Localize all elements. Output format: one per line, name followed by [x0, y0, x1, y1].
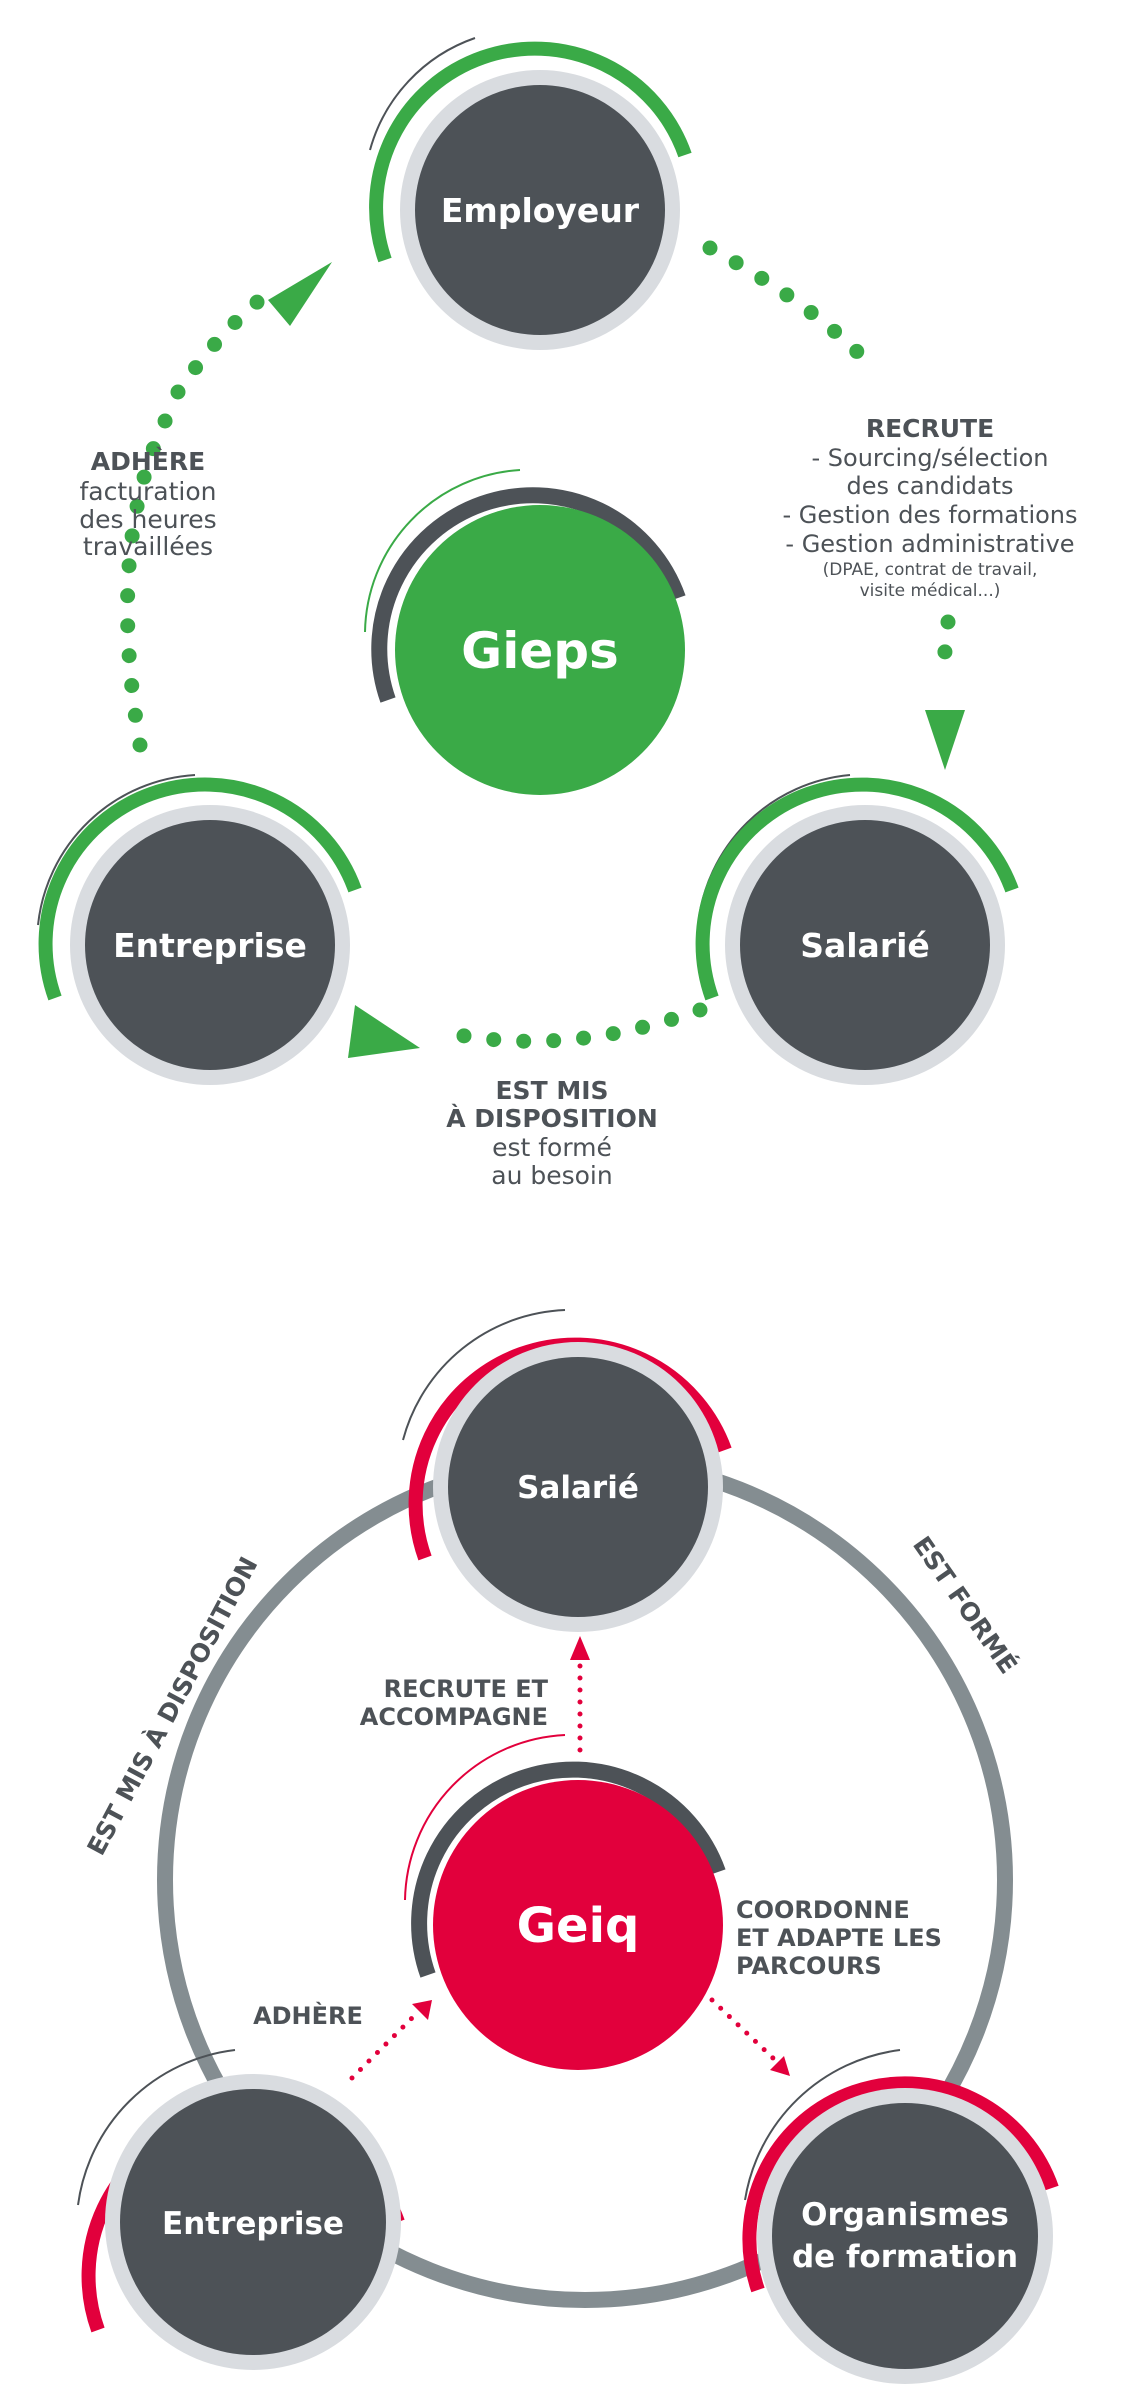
mis-dispo-line1: est formé — [492, 1133, 612, 1162]
coordonne-line2: ET ADAPTE LES — [736, 1924, 942, 1952]
node-entreprise-bottom: Entreprise — [77, 2049, 405, 2370]
entreprise-green-arc — [38, 777, 362, 1001]
mis-dispo-title1: EST MIS — [495, 1076, 608, 1105]
annotation-recrute-accompagne: RECRUTE ET ACCOMPAGNE — [360, 1675, 549, 1731]
salarie-bottom-label: Salarié — [517, 1470, 639, 1506]
arrow-entreprise-employeur — [120, 407, 176, 753]
arrowhead-to-employeur — [268, 262, 332, 326]
geiq-diagram: EST MIS À DISPOSITION EST FORMÉ Salarié … — [77, 1309, 1059, 2384]
salarie-bottom-thin-arc — [402, 1309, 566, 1441]
recrute-line3: - Gestion des formations — [782, 501, 1077, 529]
arrow-entreprise-employeur-upper — [170, 282, 280, 400]
entreprise-top-label: Entreprise — [113, 926, 307, 965]
coordonne-line1: COORDONNE — [736, 1896, 910, 1924]
node-organismes-formation: Organismes de formation — [742, 2049, 1059, 2384]
entreprise-thin-arc — [37, 774, 196, 926]
arrow-employeur-salarie-lower — [933, 614, 956, 684]
recrute-accompagne-line1: RECRUTE ET — [384, 1675, 549, 1703]
recrute-line2: des candidats — [846, 472, 1013, 500]
employeur-label: Employeur — [441, 191, 640, 230]
entreprise-bottom-label: Entreprise — [162, 2206, 344, 2242]
recrute-line5: (DPAE, contrat de travail, — [823, 560, 1038, 580]
adhere-line2: des heures — [79, 505, 216, 534]
organismes-red-arc — [742, 2076, 1059, 2293]
mis-dispo-line2: au besoin — [491, 1161, 612, 1190]
node-employeur: Employeur — [369, 37, 692, 350]
annotation-recrute: RECRUTE - Sourcing/sélection des candida… — [782, 414, 1077, 601]
recrute-title: RECRUTE — [866, 414, 994, 443]
node-salarie-top: Salarié — [695, 774, 1019, 1085]
entreprise-bottom-thin-arc — [77, 2049, 236, 2206]
geiq-title: Geiq — [517, 1898, 640, 1954]
gieps-title: Gieps — [461, 622, 619, 680]
adhere-bottom-label: ADHÈRE — [253, 2001, 363, 2030]
recrute-line1: - Sourcing/sélection — [811, 444, 1048, 472]
geiq-circle — [433, 1780, 723, 2070]
gieps-connectors — [120, 240, 956, 1049]
node-geiq: Geiq — [404, 1734, 726, 2070]
arrowhead-to-salarie — [925, 710, 965, 770]
arrowhead-to-salarie-bottom — [570, 1636, 590, 1660]
annotation-coordonne: COORDONNE ET ADAPTE LES PARCOURS — [736, 1896, 942, 1980]
arrowhead-to-geiq — [412, 2000, 432, 2020]
organismes-label-line2: de formation — [792, 2239, 1018, 2275]
adhere-line1: facturation — [80, 477, 217, 506]
arrow-entreprise-geiq — [349, 2009, 421, 2081]
arrowhead-to-organismes — [770, 2056, 790, 2076]
adhere-title: ADHÈRE — [91, 447, 205, 476]
geiq-connectors — [349, 1657, 778, 2081]
employeur-thin-arc — [369, 37, 476, 151]
organismes-thin-arc — [744, 2049, 901, 2201]
geiq-dark-arc — [411, 1761, 726, 1978]
arrow-geiq-organismes — [709, 1997, 778, 2063]
arrowhead-to-entreprise — [348, 1005, 420, 1058]
est-forme-label: EST FORMÉ — [907, 1531, 1023, 1679]
node-entreprise-top: Entreprise — [37, 774, 362, 1085]
coordonne-line3: PARCOURS — [736, 1952, 882, 1980]
employeur-green-arc — [369, 41, 692, 263]
organismes-label-line1: Organismes — [801, 2197, 1009, 2233]
recrute-line4: - Gestion administrative — [785, 530, 1074, 558]
gieps-dark-arc — [371, 487, 686, 703]
arrow-employeur-salarie — [702, 240, 883, 378]
node-salarie-bottom: Salarié — [402, 1309, 732, 1632]
mis-dispo-title2: À DISPOSITION — [446, 1104, 658, 1133]
node-gieps: Gieps — [364, 469, 686, 795]
salarie-top-label: Salarié — [800, 926, 930, 965]
gieps-circle — [395, 505, 685, 795]
recrute-accompagne-line2: ACCOMPAGNE — [360, 1703, 548, 1731]
annotation-adhere: ADHÈRE facturation des heures travaillée… — [79, 447, 216, 561]
adhere-line3: travaillées — [83, 532, 213, 561]
arrow-salarie-entreprise — [427, 1002, 708, 1049]
annotation-mis-disposition: EST MIS À DISPOSITION est formé au besoi… — [446, 1076, 658, 1190]
recrute-line6: visite médical...) — [860, 581, 1001, 601]
geiq-thin-arc — [404, 1734, 566, 1901]
gieps-diagram: Employeur Gieps Entreprise Salarié — [37, 37, 1078, 1190]
gieps-thin-arc — [364, 469, 521, 633]
salarie-green-arc — [695, 777, 1019, 1001]
